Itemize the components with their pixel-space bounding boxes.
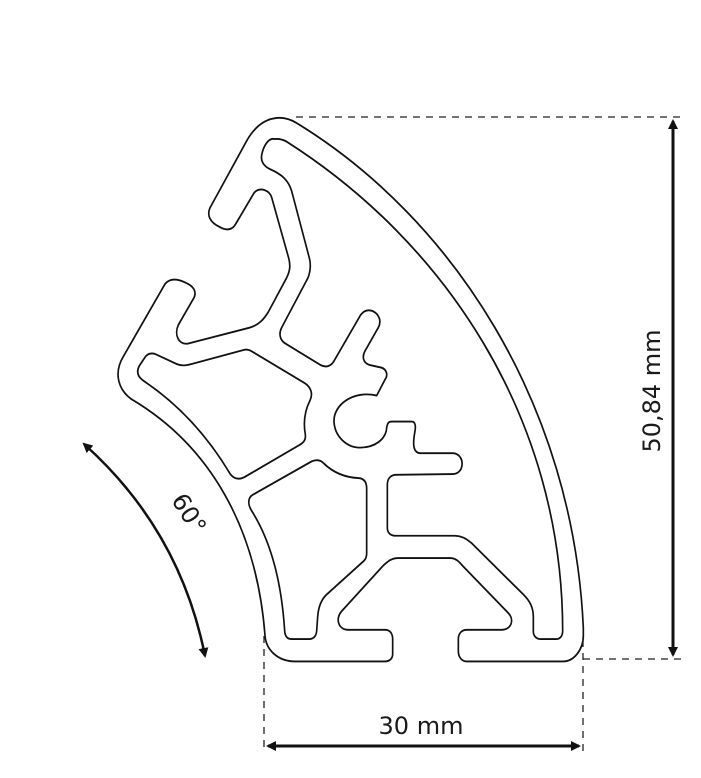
profile-main-cavity (260, 137, 564, 641)
angle-dimension-label: 60° (166, 488, 212, 539)
height-dimension-label: 50,84 mm (638, 329, 666, 452)
width-dimension-label: 30 mm (379, 712, 464, 740)
aluminium-profile (117, 116, 585, 663)
angle-dimension-arrow (82, 442, 209, 658)
profile-left-cavity (136, 348, 313, 480)
profile-outer-contour (117, 116, 585, 663)
profile-lower-cavity (247, 459, 368, 641)
